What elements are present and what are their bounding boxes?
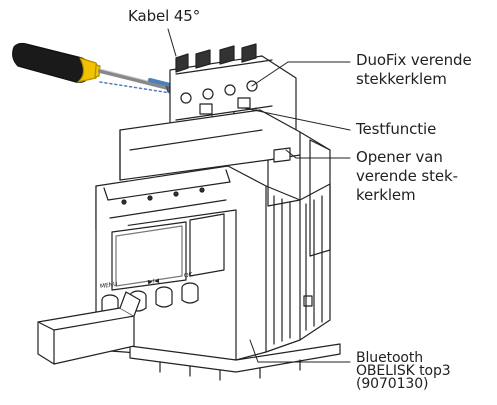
label-opener-line1: Opener van <box>356 148 443 166</box>
label-cable: Kabel 45° <box>128 7 200 26</box>
label-opener: Opener van verende stek- kerklem <box>356 148 458 205</box>
label-bluetooth-line2: OBELISK top3 <box>356 363 451 379</box>
din-rail-base <box>129 343 341 381</box>
label-test-text: Testfunctie <box>356 120 437 138</box>
screwdriver-shaft <box>98 69 170 90</box>
terminal-hole-2 <box>202 88 214 100</box>
label-bluetooth: Bluetooth OBELISK top3 (9070130) <box>356 350 451 392</box>
marking-ok: OK <box>184 271 193 279</box>
label-cable-text: Kabel 45° <box>128 7 201 25</box>
label-opener-line2: verende stek- <box>356 167 458 185</box>
label-test: Testfunctie <box>356 120 436 139</box>
terminal-hole-3 <box>224 84 236 96</box>
label-bluetooth-line1: Bluetooth <box>356 350 424 366</box>
label-duofix-line1: DuoFix verende <box>356 51 472 69</box>
bluetooth-dongle <box>37 291 141 365</box>
side-ribs <box>265 183 331 353</box>
test-button <box>199 103 213 115</box>
label-duofix-line2: stekkerklem <box>356 70 447 88</box>
marking-mid-text: ▶/◀ <box>147 277 160 286</box>
label-opener-line3: kerklem <box>356 186 416 204</box>
screwdriver <box>12 42 177 93</box>
leader-lines <box>167 28 351 363</box>
terminal-hole-1 <box>180 92 192 104</box>
marking-ok-text: OK <box>183 271 193 280</box>
label-duofix: DuoFix verende stekkerklem <box>356 51 472 89</box>
label-bluetooth-line3: (9070130) <box>356 376 429 392</box>
spring-opener <box>237 97 251 109</box>
screwdriver-handle <box>12 42 91 83</box>
marking-mid: ▶/◀ <box>148 277 160 285</box>
